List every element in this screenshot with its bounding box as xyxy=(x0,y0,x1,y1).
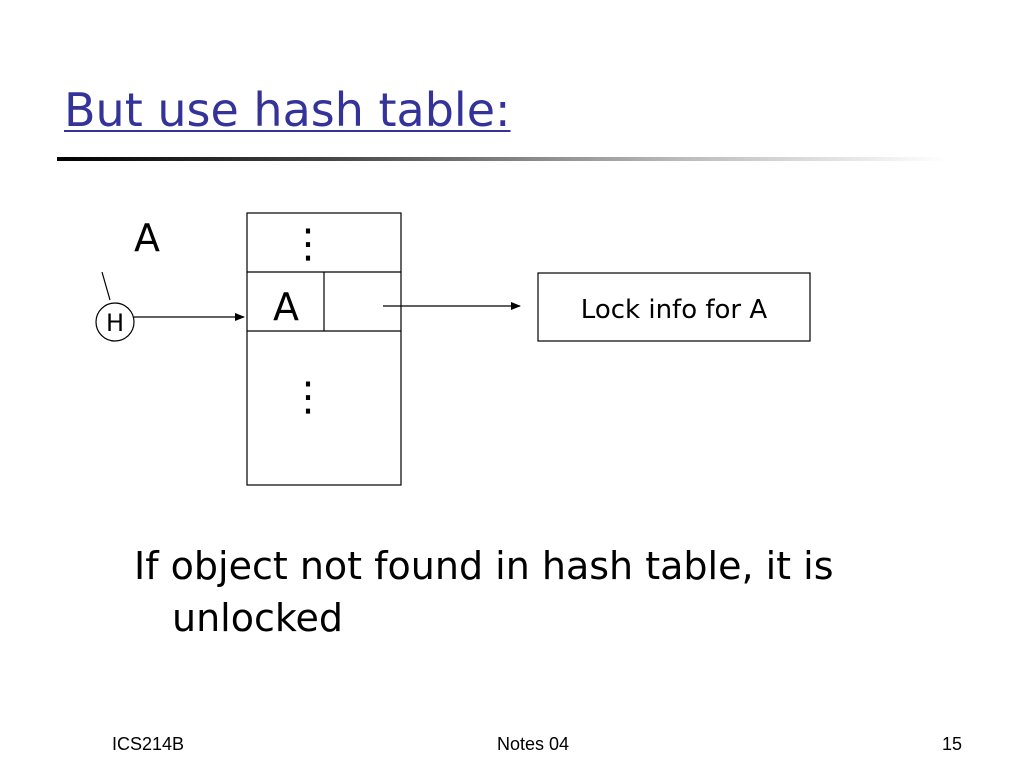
slide-title: But use hash table: xyxy=(64,83,511,137)
table-slot-ellipsis-top: ⋮ xyxy=(288,221,328,267)
footer-notes: Notes 04 xyxy=(497,734,570,754)
hash-table xyxy=(246,212,402,486)
lock-info-box xyxy=(537,272,811,342)
hash-function-node xyxy=(95,302,135,342)
title-divider xyxy=(57,157,947,161)
footer-page-number: 15 xyxy=(942,734,963,754)
key-input-line xyxy=(101,271,111,301)
table-slot-ellipsis-bottom: ⋮ xyxy=(288,374,328,420)
hash-function-label: H xyxy=(106,309,124,337)
lock-info-label: Lock info for A xyxy=(581,295,768,325)
table-entry-key: A xyxy=(273,285,299,329)
body-text: If object not found in hash table, it is… xyxy=(134,544,834,640)
key-label: A xyxy=(134,216,160,260)
footer-course: ICS214B xyxy=(112,734,185,754)
